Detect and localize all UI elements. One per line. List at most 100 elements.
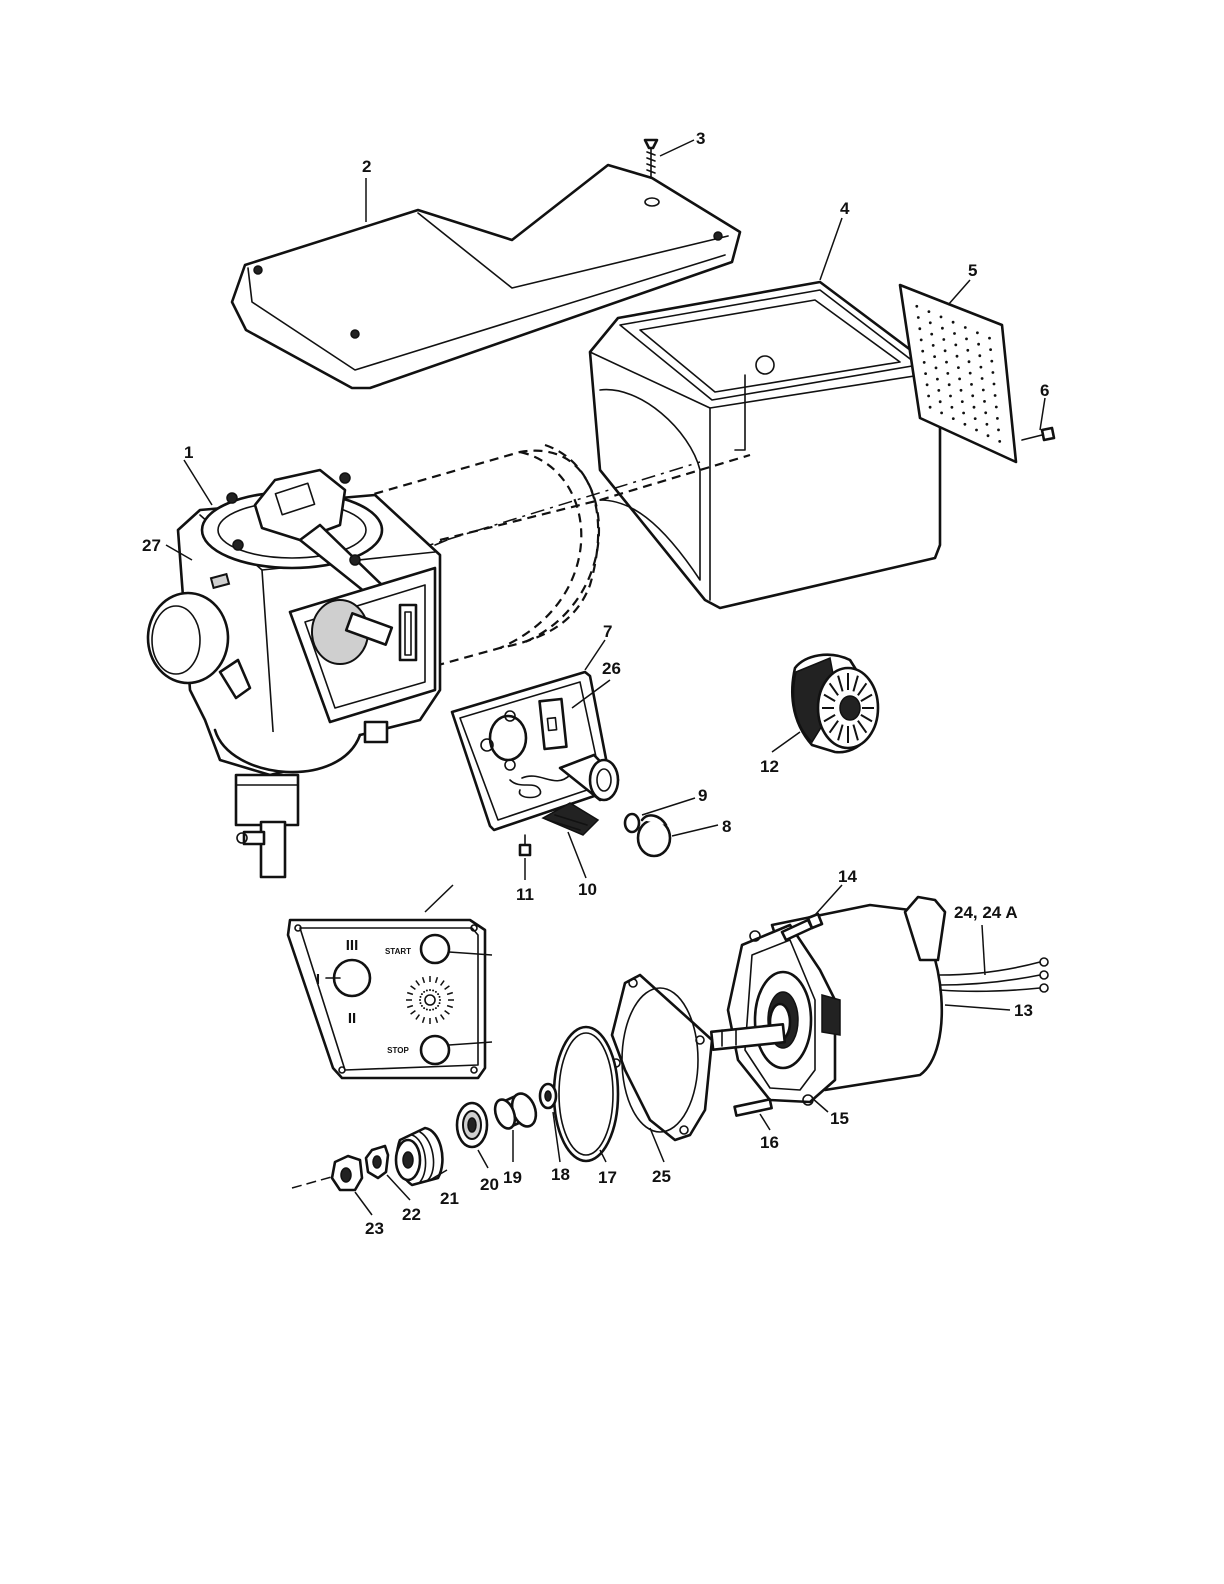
- perforation-hole: [952, 417, 955, 420]
- perforation-hole: [957, 366, 960, 369]
- perforation-hole: [917, 316, 920, 319]
- perforation-hole: [941, 327, 944, 330]
- callout-12: 12: [760, 757, 779, 776]
- motor-housing-box: [590, 282, 940, 608]
- dial-dot: [435, 1007, 437, 1009]
- perforation-hole: [960, 389, 963, 392]
- stop-label: STOP: [387, 1046, 409, 1055]
- callout-21: 21: [440, 1189, 459, 1208]
- perforation-hole: [946, 372, 949, 375]
- callout-24: 24, 24 A: [954, 903, 1018, 922]
- bearing: [457, 1103, 487, 1147]
- perforation-hole: [915, 305, 918, 308]
- dial-dot: [435, 991, 437, 993]
- perforation-hole: [964, 423, 967, 426]
- dial-dot: [432, 990, 434, 992]
- dial-dot: [439, 999, 441, 1001]
- perforation-hole: [980, 366, 983, 369]
- callout-16: 16: [760, 1133, 779, 1152]
- perforation-hole: [968, 360, 971, 363]
- perforation-hole: [937, 389, 940, 392]
- perforation-hole: [951, 406, 954, 409]
- perforation-hole: [949, 395, 952, 398]
- callout-20: 20: [480, 1175, 499, 1194]
- perforation-hole: [944, 349, 947, 352]
- perforation-hole: [945, 361, 948, 364]
- perforation-hole: [952, 321, 955, 324]
- sleeve: [491, 1090, 540, 1131]
- perforation-hole: [971, 394, 974, 397]
- perforation-hole: [997, 429, 1000, 432]
- dial-dot: [426, 990, 428, 992]
- callout-27: 27: [142, 536, 161, 555]
- dial-dot: [429, 989, 431, 991]
- callout-23: 23: [365, 1219, 384, 1238]
- cover-screw: [645, 140, 657, 178]
- callout-15: 15: [830, 1109, 849, 1128]
- perforation-hole: [970, 383, 973, 386]
- callout-5: 5: [968, 261, 977, 280]
- perforation-hole: [924, 372, 927, 375]
- perforation-hole: [988, 337, 991, 340]
- perforation-hole: [982, 389, 985, 392]
- callout-26: 26: [602, 659, 621, 678]
- perforation-hole: [964, 326, 967, 329]
- drive-motor: [711, 897, 1048, 1105]
- dial-dot: [423, 991, 425, 993]
- perforation-hole: [940, 316, 943, 319]
- callout-25: 25: [652, 1167, 671, 1186]
- perforation-hole: [984, 411, 987, 414]
- perforation-hole: [928, 310, 931, 313]
- perforation-hole: [978, 354, 981, 357]
- panel-screw: [520, 835, 530, 855]
- perforation-hole: [973, 406, 976, 409]
- perforation-hole: [974, 417, 977, 420]
- dial-dot: [439, 1002, 441, 1004]
- dial-dot: [421, 993, 423, 995]
- perforation-hole: [939, 400, 942, 403]
- callout-14: 14: [838, 867, 857, 886]
- callout-4: 4: [840, 199, 850, 218]
- perforation-hole: [966, 349, 969, 352]
- perforation-hole: [942, 338, 945, 341]
- perforation-hole: [948, 383, 951, 386]
- perforation-hole: [929, 406, 932, 409]
- callout-10: 10: [578, 880, 597, 899]
- dial-dot: [420, 1002, 422, 1004]
- dial-dot: [437, 993, 439, 995]
- perforation-hole: [926, 383, 929, 386]
- switch-panel: [452, 672, 618, 835]
- speed-label-3: III: [346, 937, 359, 954]
- dial-dot: [420, 996, 422, 998]
- perforation-hole: [921, 350, 924, 353]
- rectifier-stator: [792, 655, 878, 753]
- perforation-hole: [995, 406, 998, 409]
- perforation-hole: [962, 412, 965, 415]
- shaft-key: [735, 1099, 772, 1115]
- perforation-hole: [977, 343, 980, 346]
- callout-17: 17: [598, 1168, 617, 1187]
- perforation-hole: [929, 321, 932, 324]
- dial-dot: [432, 1009, 434, 1011]
- speed-label-1: I: [316, 971, 320, 988]
- perforation-hole: [987, 434, 990, 437]
- retaining-ring: [625, 814, 639, 832]
- callout-22: 22: [402, 1205, 421, 1224]
- dial-dot: [429, 1009, 431, 1011]
- callout-6: 6: [1040, 381, 1049, 400]
- callout-9: 9: [698, 786, 707, 805]
- perforation-hole: [920, 339, 923, 342]
- perforation-hole: [930, 333, 933, 336]
- callout-7: 7: [603, 622, 612, 641]
- perforation-hole: [927, 395, 930, 398]
- o-ring: [554, 1027, 618, 1161]
- end-cover-screw: [1022, 428, 1054, 440]
- operator-panel-plate: III I II START STOP: [288, 885, 492, 1078]
- perforation-hole: [993, 383, 996, 386]
- callout-1: 1: [184, 443, 193, 462]
- castle-nut: [292, 1156, 362, 1190]
- callout-11: 11: [516, 885, 534, 904]
- dial-dot: [437, 1005, 439, 1007]
- perforation-hole: [958, 378, 961, 381]
